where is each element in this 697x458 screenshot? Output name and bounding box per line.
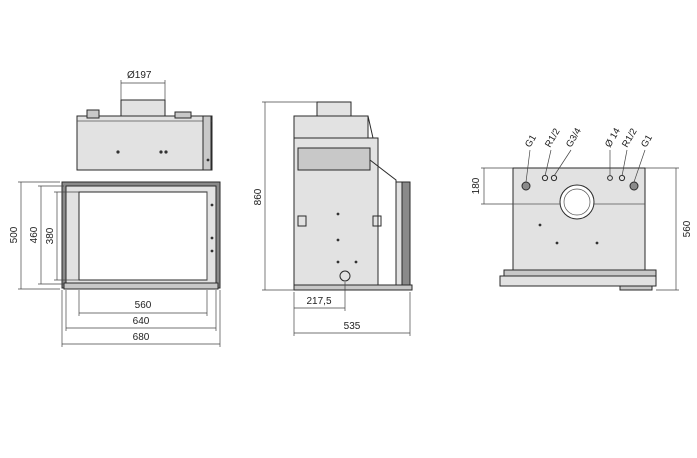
side-flue-offset-label: 217,5 xyxy=(306,296,331,307)
front-flue-diameter-label: Ø197 xyxy=(127,70,152,81)
rear-base xyxy=(499,275,657,287)
side-outlet xyxy=(339,270,351,282)
side-depth-label: 535 xyxy=(344,321,361,332)
front-side-rail xyxy=(202,115,212,171)
side-flue-collar xyxy=(316,101,352,117)
connection-label-4: Ø 14 xyxy=(603,126,623,149)
front-height-mid-label: 460 xyxy=(29,226,40,243)
connection-g1-left xyxy=(521,181,531,191)
front-height-inner-label: 380 xyxy=(45,227,56,244)
rear-view: G1 R1/2 G3/4 Ø 14 R1/2 G1 180 560 xyxy=(471,126,693,291)
front-flue-collar xyxy=(120,99,166,119)
front-height-outer-label: 500 xyxy=(9,226,20,243)
front-width-inner-label: 560 xyxy=(135,300,152,311)
connection-label-6: G1 xyxy=(639,133,655,149)
connection-label-1: G1 xyxy=(523,133,539,149)
connection-label-5: R1/2 xyxy=(620,127,640,150)
connection-label-3: G3/4 xyxy=(564,126,584,149)
front-width-mid-label: 640 xyxy=(133,316,150,327)
side-total-height-label: 860 xyxy=(253,188,264,205)
rear-body xyxy=(512,167,646,273)
front-width-outer-label: 680 xyxy=(133,332,150,343)
connection-g1-right xyxy=(629,181,639,191)
side-view: 860 217,5 535 xyxy=(253,101,413,336)
front-view: Ø197 500 460 380 560 640 680 xyxy=(9,70,221,347)
rear-connection-height-label: 180 xyxy=(471,177,482,194)
rear-total-height-label: 560 xyxy=(682,220,693,237)
connection-label-2: R1/2 xyxy=(543,127,563,150)
front-glass xyxy=(78,191,208,281)
front-top-box xyxy=(76,115,213,171)
rear-flue-outlet xyxy=(559,184,595,220)
